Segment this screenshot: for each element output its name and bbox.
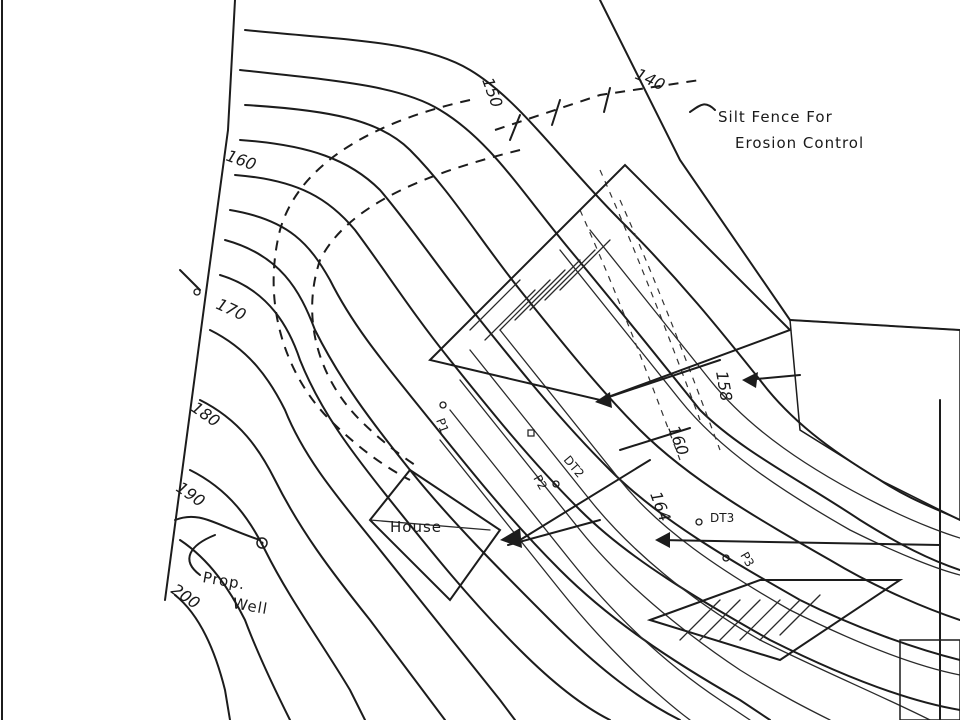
point-label-dt3: DT3 — [710, 511, 734, 525]
contour-label-200: 200 — [168, 580, 204, 613]
point-label-p3: P3 — [737, 550, 757, 570]
contour-label-158: 158 — [712, 369, 736, 402]
contour-label-180: 180 — [188, 398, 224, 431]
dashed-clearing-lines — [272, 99, 721, 481]
contour-label-160: 160 — [224, 146, 259, 174]
silt-fence-note-line1: Silt Fence For — [718, 108, 833, 126]
fill-area — [789, 319, 960, 720]
leach-field — [428, 163, 904, 662]
test-point-markers — [193, 288, 730, 562]
point-label-p1: P1 — [433, 416, 451, 435]
point-label-p2: P2 — [530, 473, 550, 493]
point-label-dt2: DT2 — [561, 453, 587, 481]
house-outline — [368, 468, 502, 602]
contour-label-170: 170 — [213, 294, 249, 324]
well-symbol — [256, 537, 268, 549]
contour-label-150: 150 — [478, 75, 506, 110]
prop-label: Prop. — [201, 568, 247, 593]
silt-fence-note-line2: Erosion Control — [735, 134, 864, 152]
well-label: Well — [231, 594, 269, 618]
contour-label-164: 164 — [646, 489, 674, 524]
silt-fence-line — [494, 79, 716, 141]
arrows — [174, 269, 941, 576]
house-label: House — [390, 518, 442, 536]
